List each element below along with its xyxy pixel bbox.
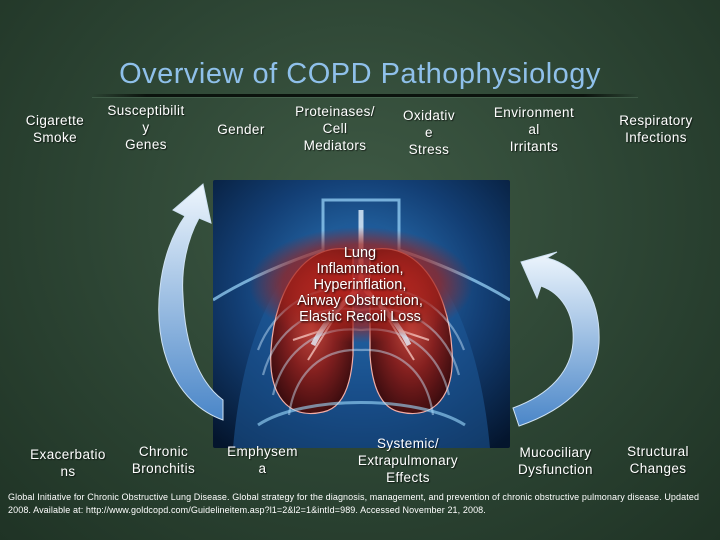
factor-oxidative-stress: Oxidativ e Stress (393, 107, 465, 158)
factor-cigarette-smoke: Cigarette Smoke (10, 112, 100, 146)
page-title: Overview of COPD Pathophysiology (0, 58, 720, 91)
factor-susceptibility-genes: Susceptibilit y Genes (92, 102, 200, 153)
effect-mucociliary-dysfunction: Mucociliary Dysfunction (498, 444, 613, 478)
title-underline (92, 94, 638, 97)
factor-respiratory-infections: Respiratory Infections (604, 112, 708, 146)
factor-environmental-irritants: Environment al Irritants (478, 104, 590, 155)
effect-emphysema: Emphysem a (215, 443, 310, 477)
left-cycle-arrow (145, 178, 225, 438)
citation-footnote: Global Initiative for Chronic Obstructiv… (8, 491, 718, 517)
factor-proteinases: Proteinases/ Cell Mediators (280, 103, 390, 154)
effect-structural-changes: Structural Changes (608, 443, 708, 477)
effect-chronic-bronchitis: Chronic Bronchitis (116, 443, 211, 477)
factor-gender: Gender (205, 121, 277, 138)
center-outcome-text: Lung Inflammation, Hyperinflation, Airwa… (250, 245, 470, 325)
effect-systemic: Systemic/ Extrapulmonary Effects (340, 435, 476, 486)
effect-exacerbations: Exacerbatio ns (18, 446, 118, 480)
right-cycle-arrow (509, 248, 609, 438)
